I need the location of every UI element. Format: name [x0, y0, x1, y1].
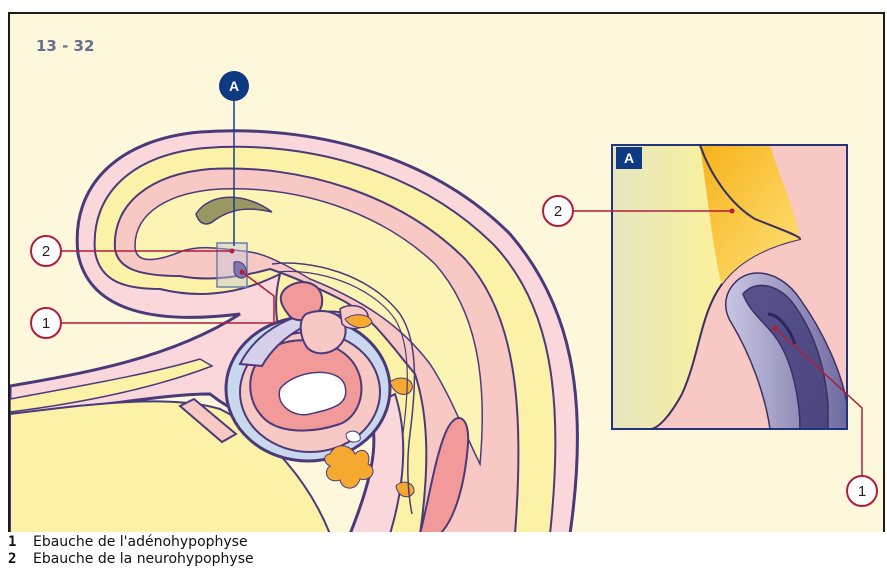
legend-item: 1 Ebauche de l'adénohypophyse [8, 533, 878, 550]
callout-2-inset-label: 2 [554, 203, 562, 220]
inset-magnified-view: A [612, 145, 847, 429]
callout-1-label: 1 [42, 315, 50, 332]
legend-item-text: Ebauche de l'adénohypophyse [33, 534, 248, 550]
inset-label: A [624, 150, 634, 166]
small-white-vessel [346, 431, 360, 442]
embryo-section-diagram: A 2 1 [10, 14, 885, 532]
legend: 1 Ebauche de l'adénohypophyse 2 Ebauche … [8, 533, 878, 567]
callout-1-inset-label: 1 [858, 483, 866, 500]
callout-2-label: 2 [42, 243, 50, 260]
legend-item: 2 Ebauche de la neurohypophyse [8, 550, 878, 567]
legend-item-number: 2 [8, 551, 33, 567]
figure-number: 13 - 32 [36, 37, 94, 55]
legend-item-number: 1 [8, 534, 33, 550]
liver-bud [325, 446, 373, 488]
view-marker-label: A [229, 78, 239, 94]
legend-item-text: Ebauche de la neurohypophyse [33, 551, 254, 567]
figure-panel: A 2 1 [8, 12, 885, 532]
embryo-head-section [10, 131, 578, 532]
